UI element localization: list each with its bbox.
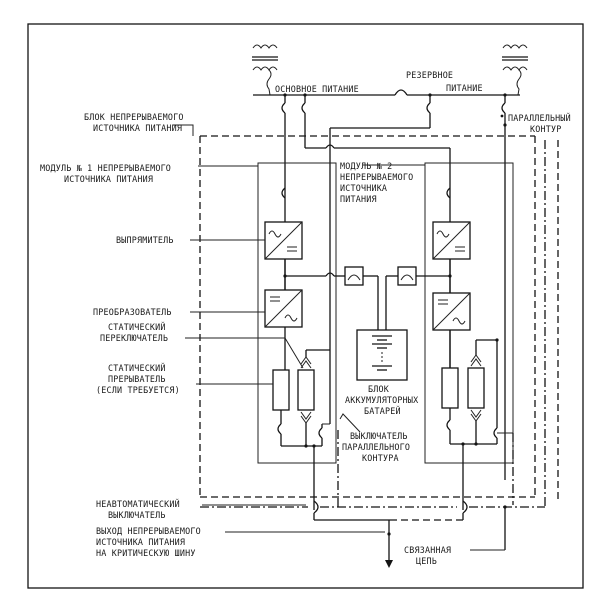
label-output-1: ВЫХОД НЕПРЕРЫВАЕМОГО — [96, 526, 201, 536]
label-battery-2: АККУМУЛЯТОРНЫХ — [345, 395, 418, 405]
label-static-switch-2: ПЕРЕКЛЮЧАТЕЛЬ — [100, 333, 168, 343]
module-2-output-section — [441, 330, 513, 510]
output-bus — [313, 507, 506, 568]
label-static-breaker-3: (ЕСЛИ ТРЕБУЕТСЯ) — [96, 385, 180, 395]
transformer-reserve-icon — [502, 44, 528, 96]
static-switch-2-icon — [467, 367, 485, 409]
battery-fuse-1-icon — [344, 266, 364, 286]
label-static-breaker-1: СТАТИЧЕСКИЙ — [108, 362, 166, 373]
module-1-output-section — [272, 327, 331, 510]
label-manual-switch-1: НЕАВТОМАТИЧЕСКИЙ — [96, 498, 180, 509]
module-2-outline — [424, 162, 514, 464]
label-parallel-switch-1: ВЫКЛЮЧАТЕЛЬ — [350, 431, 408, 441]
label-reserve-supply-2: ПИТАНИЕ — [446, 83, 483, 93]
label-linked-circuit-2: ЦЕПЬ — [416, 556, 437, 566]
label-battery-1: БЛОК — [368, 384, 390, 394]
label-linked-circuit-1: СВЯЗАННАЯ — [404, 545, 451, 555]
label-static-breaker-2: ПРЕРЫВАТЕЛЬ — [108, 374, 166, 384]
label-reserve-supply-1: РЕЗЕРВНОЕ — [406, 70, 453, 80]
dc-link — [283, 259, 452, 330]
module-1-outline — [257, 162, 337, 464]
label-inverter: ПРЕОБРАЗОВАТЕЛЬ — [93, 307, 172, 317]
label-module-2-4: ПИТАНИЯ — [340, 194, 377, 204]
battery-fuse-2-icon — [397, 266, 417, 286]
label-ups-block-1: БЛОК НЕПРЕРЫВАЕМОГО — [84, 112, 184, 122]
module-2-input-breaker-icon — [446, 187, 451, 199]
outer-frame — [27, 23, 584, 589]
label-output-2: ИСТОЧНИКА ПИТАНИЯ — [96, 537, 185, 547]
rectifier-2-icon — [432, 221, 471, 260]
parallel-circuit-lines — [200, 140, 546, 514]
label-module-1-1: МОДУЛЬ № 1 НЕПРЕРЫВАЕМОГО — [40, 163, 171, 173]
label-parallel-circuit-1: ПАРАЛЛЕЛЬНЫЙ — [508, 112, 571, 123]
label-output-3: НА КРИТИЧЕСКУЮ ШИНУ — [96, 548, 196, 558]
label-manual-switch-2: ВЫКЛЮЧАТЕЛЬ — [108, 510, 166, 520]
label-ups-block-2: ИСТОЧНИКА ПИТАНИЯ — [93, 123, 182, 133]
label-static-switch-1: СТАТИЧЕСКИЙ — [108, 321, 166, 332]
label-parallel-circuit-2: КОНТУР — [530, 124, 561, 134]
inverter-1-icon — [264, 289, 303, 328]
battery-block-icon — [356, 329, 408, 381]
static-switch-1-icon — [297, 369, 315, 411]
label-module-1-2: ИСТОЧНИКА ПИТАНИЯ — [64, 174, 153, 184]
label-parallel-switch-3: КОНТУРА — [362, 453, 399, 463]
label-parallel-switch-2: ПАРАЛЛЕЛЬНОГО — [342, 442, 410, 452]
label-battery-3: БАТАРЕЙ — [364, 405, 401, 416]
inverter-2-icon — [432, 292, 471, 331]
rectifier-1-icon — [264, 221, 303, 260]
leader-lines — [173, 114, 504, 533]
label-module-2-1: МОДУЛЬ № 2 — [340, 161, 392, 171]
static-breaker-1-icon — [272, 369, 290, 411]
label-module-2-2: НЕПРЕРЫВАЕМОГО — [340, 172, 413, 182]
label-main-supply: ОСНОВНОЕ ПИТАНИЕ — [275, 84, 359, 94]
static-breaker-2-icon — [441, 367, 459, 409]
module-1-input-breaker-icon — [281, 187, 286, 199]
label-rectifier: ВЫПРЯМИТЕЛЬ — [116, 235, 174, 245]
feeder-lines — [281, 93, 507, 480]
label-module-2-3: ИСТОЧНИКА — [340, 183, 387, 193]
supply-bus — [253, 89, 520, 96]
ups-block-outline — [199, 135, 559, 500]
transformer-main-icon — [252, 44, 278, 96]
